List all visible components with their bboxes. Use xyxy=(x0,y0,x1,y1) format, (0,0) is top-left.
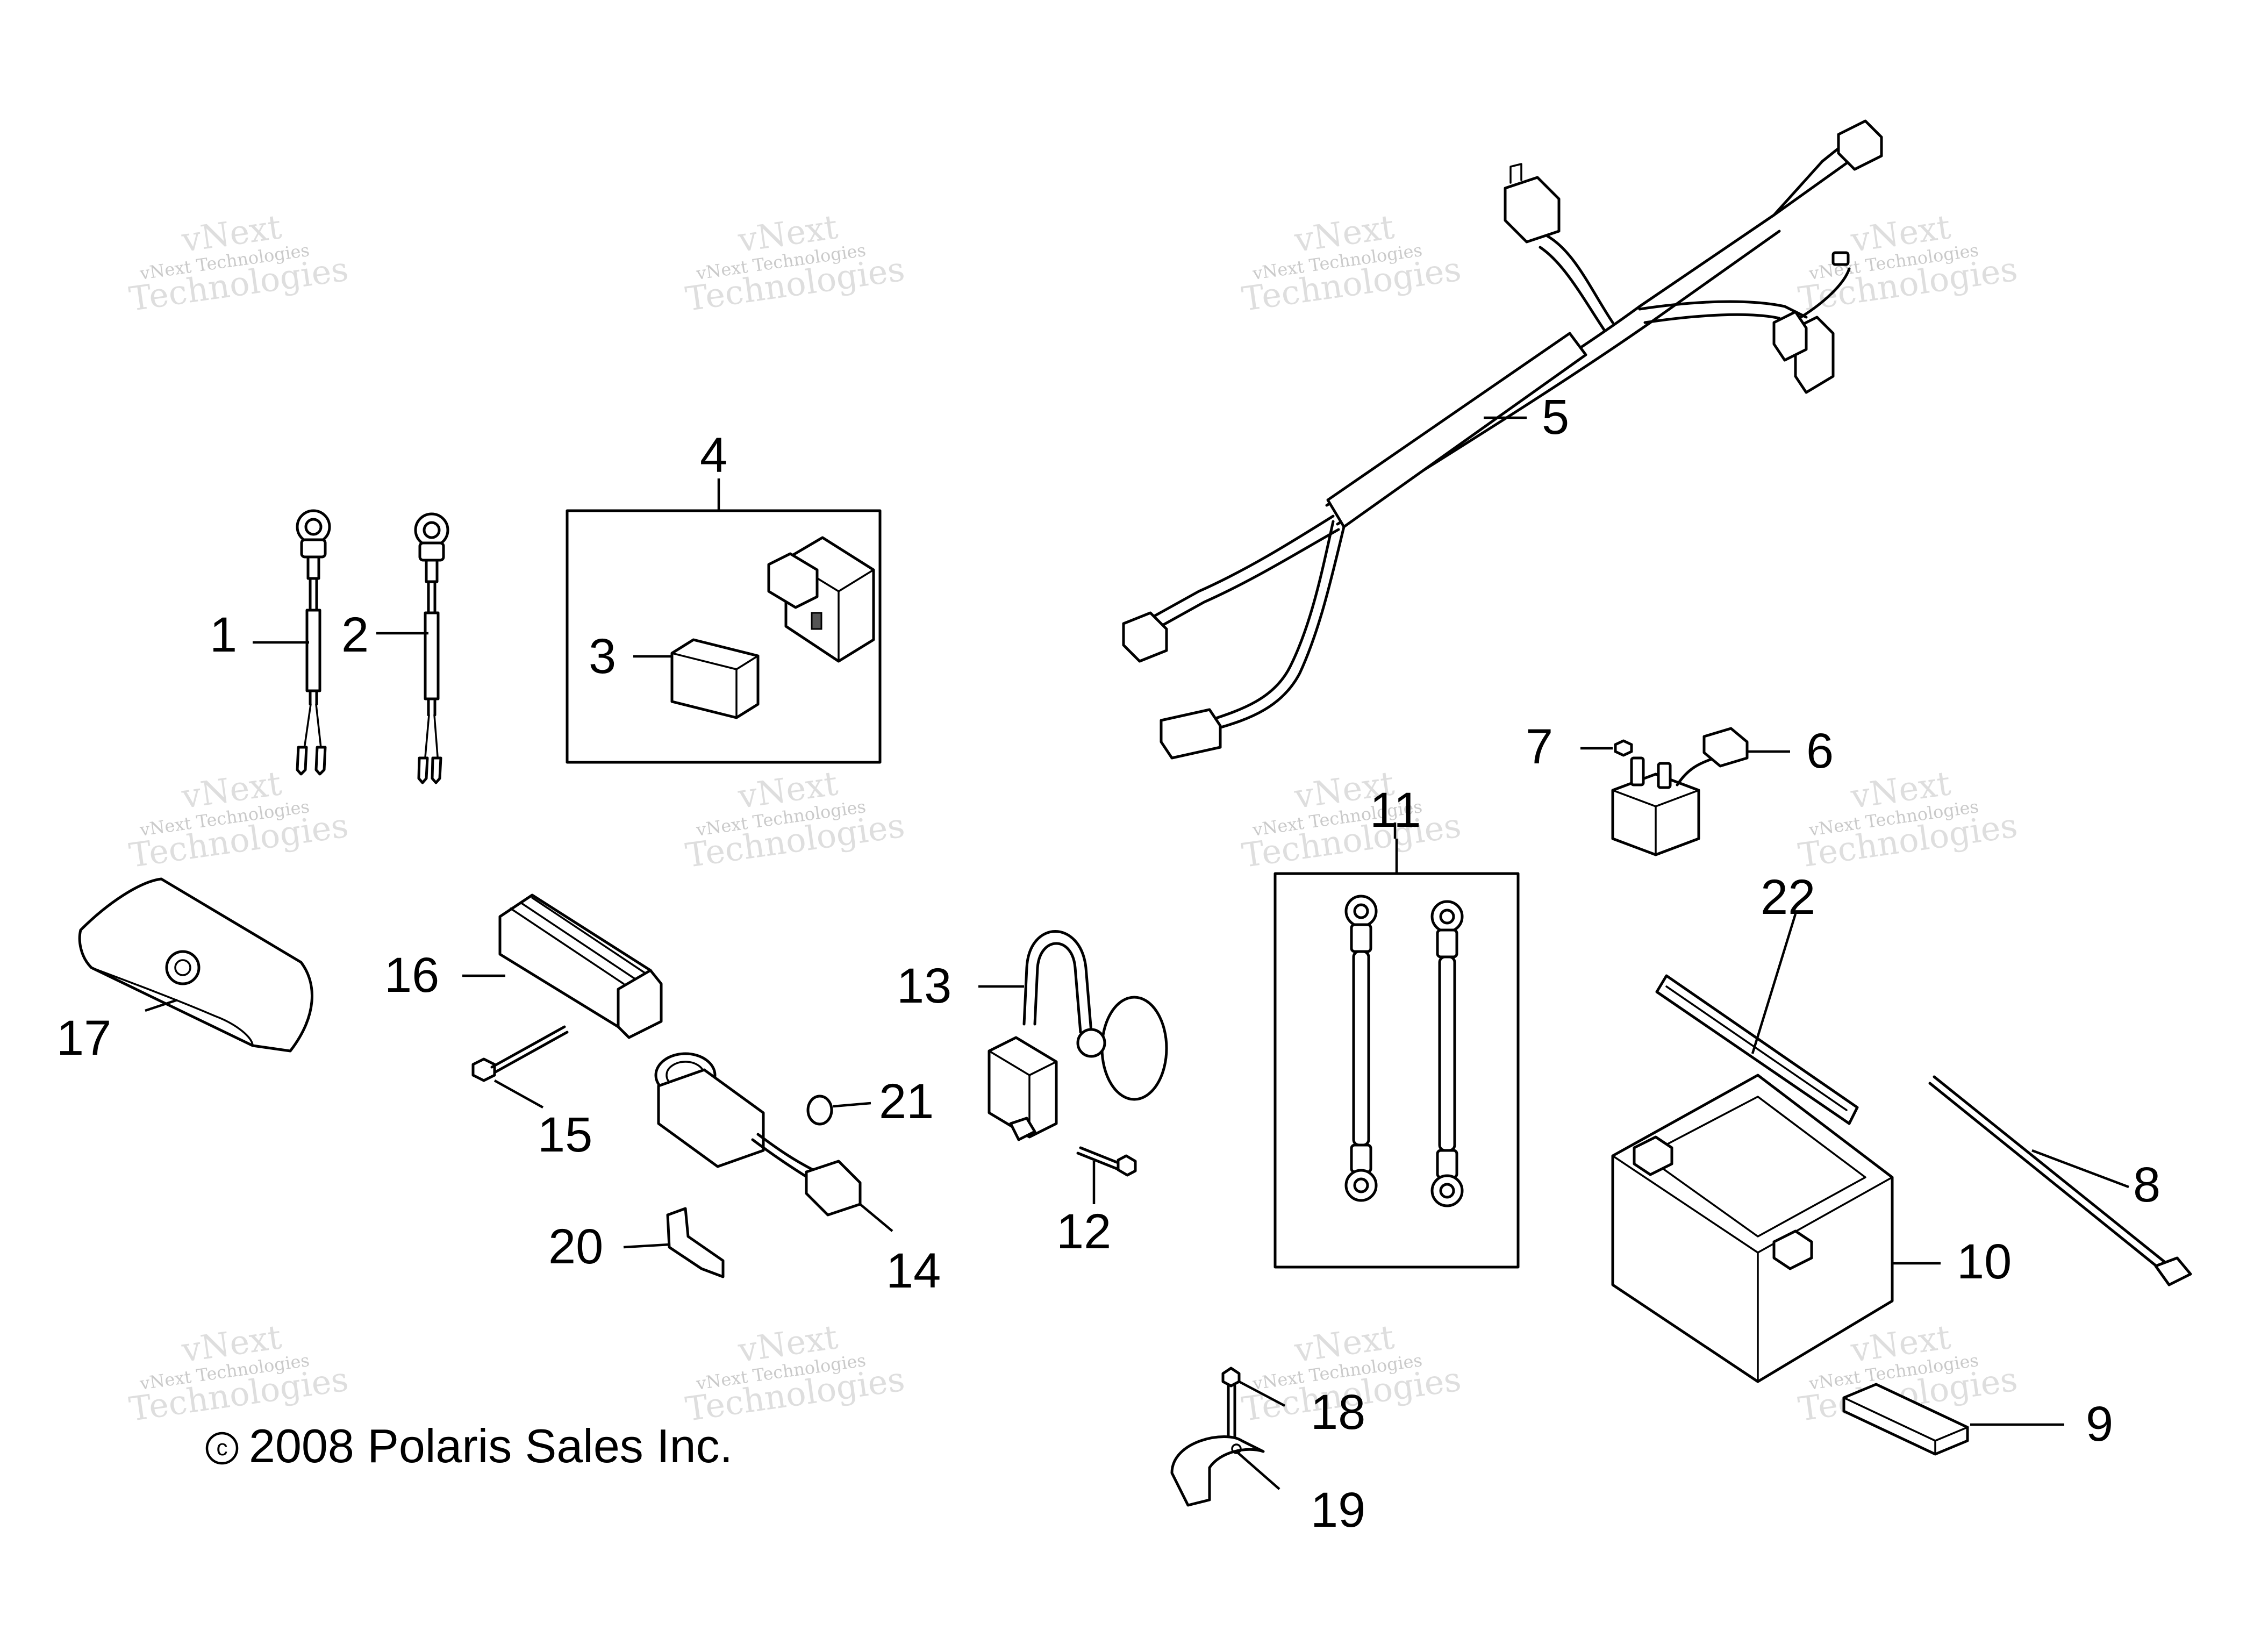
part-10-battery xyxy=(1611,1074,1941,1383)
part-5-wire-harness xyxy=(1122,119,1883,760)
callout-8: 8 xyxy=(2133,1157,2160,1212)
callout-20: 20 xyxy=(548,1219,603,1274)
part-2-wire-plug xyxy=(414,512,449,784)
copyright-circle xyxy=(205,1432,239,1465)
callout-12: 12 xyxy=(1056,1204,1111,1259)
callout-9: 9 xyxy=(2086,1397,2113,1451)
callout-3: 3 xyxy=(589,629,616,684)
callout-2: 2 xyxy=(341,607,369,662)
callout-14: 14 xyxy=(886,1243,941,1298)
callout-4: 4 xyxy=(700,428,727,483)
callout-17: 17 xyxy=(56,1011,111,1065)
part-19-clamp xyxy=(1170,1435,1280,1507)
part-20-key xyxy=(623,1207,725,1278)
part-1-wire-plug xyxy=(296,509,331,776)
part-6-starter-solenoid xyxy=(1611,727,1790,856)
callout-18: 18 xyxy=(1311,1385,1365,1440)
callout-22: 22 xyxy=(1761,870,1815,925)
callout-5: 5 xyxy=(1542,390,1569,445)
callout-10: 10 xyxy=(1957,1234,2012,1289)
callout-6: 6 xyxy=(1806,724,1834,778)
copyright-text: 2008 Polaris Sales Inc. xyxy=(249,1419,733,1472)
part-12-screw xyxy=(1076,1146,1137,1204)
part-22-battery-strap xyxy=(1655,913,1859,1125)
part-17-cover xyxy=(78,877,313,1053)
part-8-cable-tie xyxy=(1928,1075,2192,1286)
callout-7: 7 xyxy=(1526,719,1553,774)
part-14-ignition-switch xyxy=(654,1052,893,1232)
callout-19: 19 xyxy=(1311,1483,1365,1537)
part-9-battery-pad xyxy=(1842,1383,2064,1456)
copyright-symbol: c xyxy=(217,1435,228,1460)
callout-21: 21 xyxy=(879,1074,934,1129)
part-18-bolt xyxy=(1221,1367,1286,1442)
copyright-line: c 2008 Polaris Sales Inc. xyxy=(205,1419,733,1472)
part-13-ignition-coil xyxy=(978,930,1168,1141)
callout-15: 15 xyxy=(538,1107,592,1162)
callout-13: 13 xyxy=(897,959,951,1013)
part-21-o-ring xyxy=(806,1095,871,1126)
part-4-kit-box xyxy=(566,478,882,764)
callout-16: 16 xyxy=(384,948,439,1003)
callout-11: 11 xyxy=(1370,783,1421,838)
part-15-bolt xyxy=(471,1025,569,1109)
part-11-battery-cables xyxy=(1273,839,1520,1269)
part-16-voltage-regulator xyxy=(462,893,663,1039)
part-7-nut xyxy=(1580,739,1633,757)
callout-1: 1 xyxy=(210,607,237,662)
